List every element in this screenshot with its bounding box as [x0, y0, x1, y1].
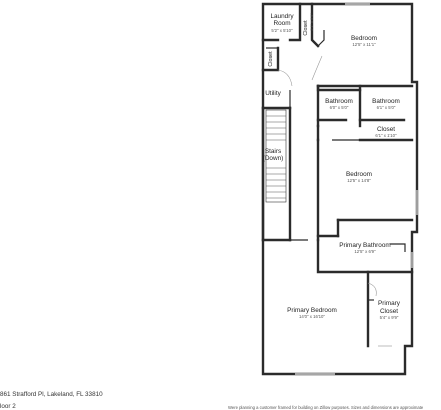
closet-top-walls	[310, 2, 325, 48]
primary-bath-label: Primary Bathroom	[339, 242, 391, 249]
primary-bedroom-dims: 14'0" x 16'10"	[299, 314, 325, 319]
outer-walls	[261, 2, 419, 376]
floor-plan: Laundry Room 5'2" x 5'10" Closet 2'1" x …	[261, 2, 419, 376]
bedroom-top-label: Bedroom	[351, 35, 377, 42]
bedroom-mid-label: Bedroom	[346, 171, 372, 178]
bedroom-mid-walls	[316, 138, 414, 242]
closet-top-dims: 2'1" x 5'9"	[309, 13, 314, 31]
stairs-label-1: Stairs	[265, 148, 281, 155]
bedroom-mid-dims: 12'5" x 14'8"	[347, 178, 371, 183]
laundry-walls	[261, 2, 302, 42]
primary-bedroom-label: Primary Bedroom	[287, 307, 337, 314]
floor-label: loor 2	[0, 403, 16, 410]
utility-label: Utility	[265, 90, 281, 97]
closet-side-label: Closet	[268, 51, 274, 67]
bathroom-left-dims: 6'0" x 5'0"	[330, 105, 349, 110]
bathroom-right-label: Bathroom	[372, 98, 400, 105]
bathroom-right-dims: 6'1" x 5'0"	[377, 105, 396, 110]
closet-top-label: Closet	[303, 20, 309, 36]
primary-closet-label-1: Primary	[378, 300, 401, 307]
stairs-drawing	[261, 106, 292, 242]
primary-bath-dims: 12'5" x 6'9"	[354, 249, 376, 254]
stairs-label-2: (Down)	[263, 155, 284, 162]
disclaimer-text: Were planning a customer framed for buil…	[228, 405, 424, 410]
laundry-label-1: Laundry	[270, 13, 294, 20]
windows	[295, 3, 418, 375]
primary-closet-dims: 5'4" x 9'9"	[380, 315, 399, 320]
closet-mid-label: Closet	[377, 126, 395, 133]
laundry-label-2: Room	[273, 20, 290, 27]
utility-walls	[261, 55, 323, 110]
primary-bath-walls	[261, 234, 414, 274]
bedroom-top-dims: 12'5" x 11'1"	[352, 42, 376, 47]
bathroom-left-label: Bathroom	[325, 98, 353, 105]
laundry-dims: 5'2" x 5'10"	[271, 28, 293, 33]
primary-closet-label-2: Closet	[380, 308, 398, 315]
bathroom-walls	[316, 84, 414, 142]
closet-mid-dims: 6'1" x 1'10"	[375, 133, 397, 138]
primary-closet-walls	[366, 270, 377, 348]
property-address: 861 Strafford Pl, Lakeland, FL 33810	[0, 391, 103, 398]
